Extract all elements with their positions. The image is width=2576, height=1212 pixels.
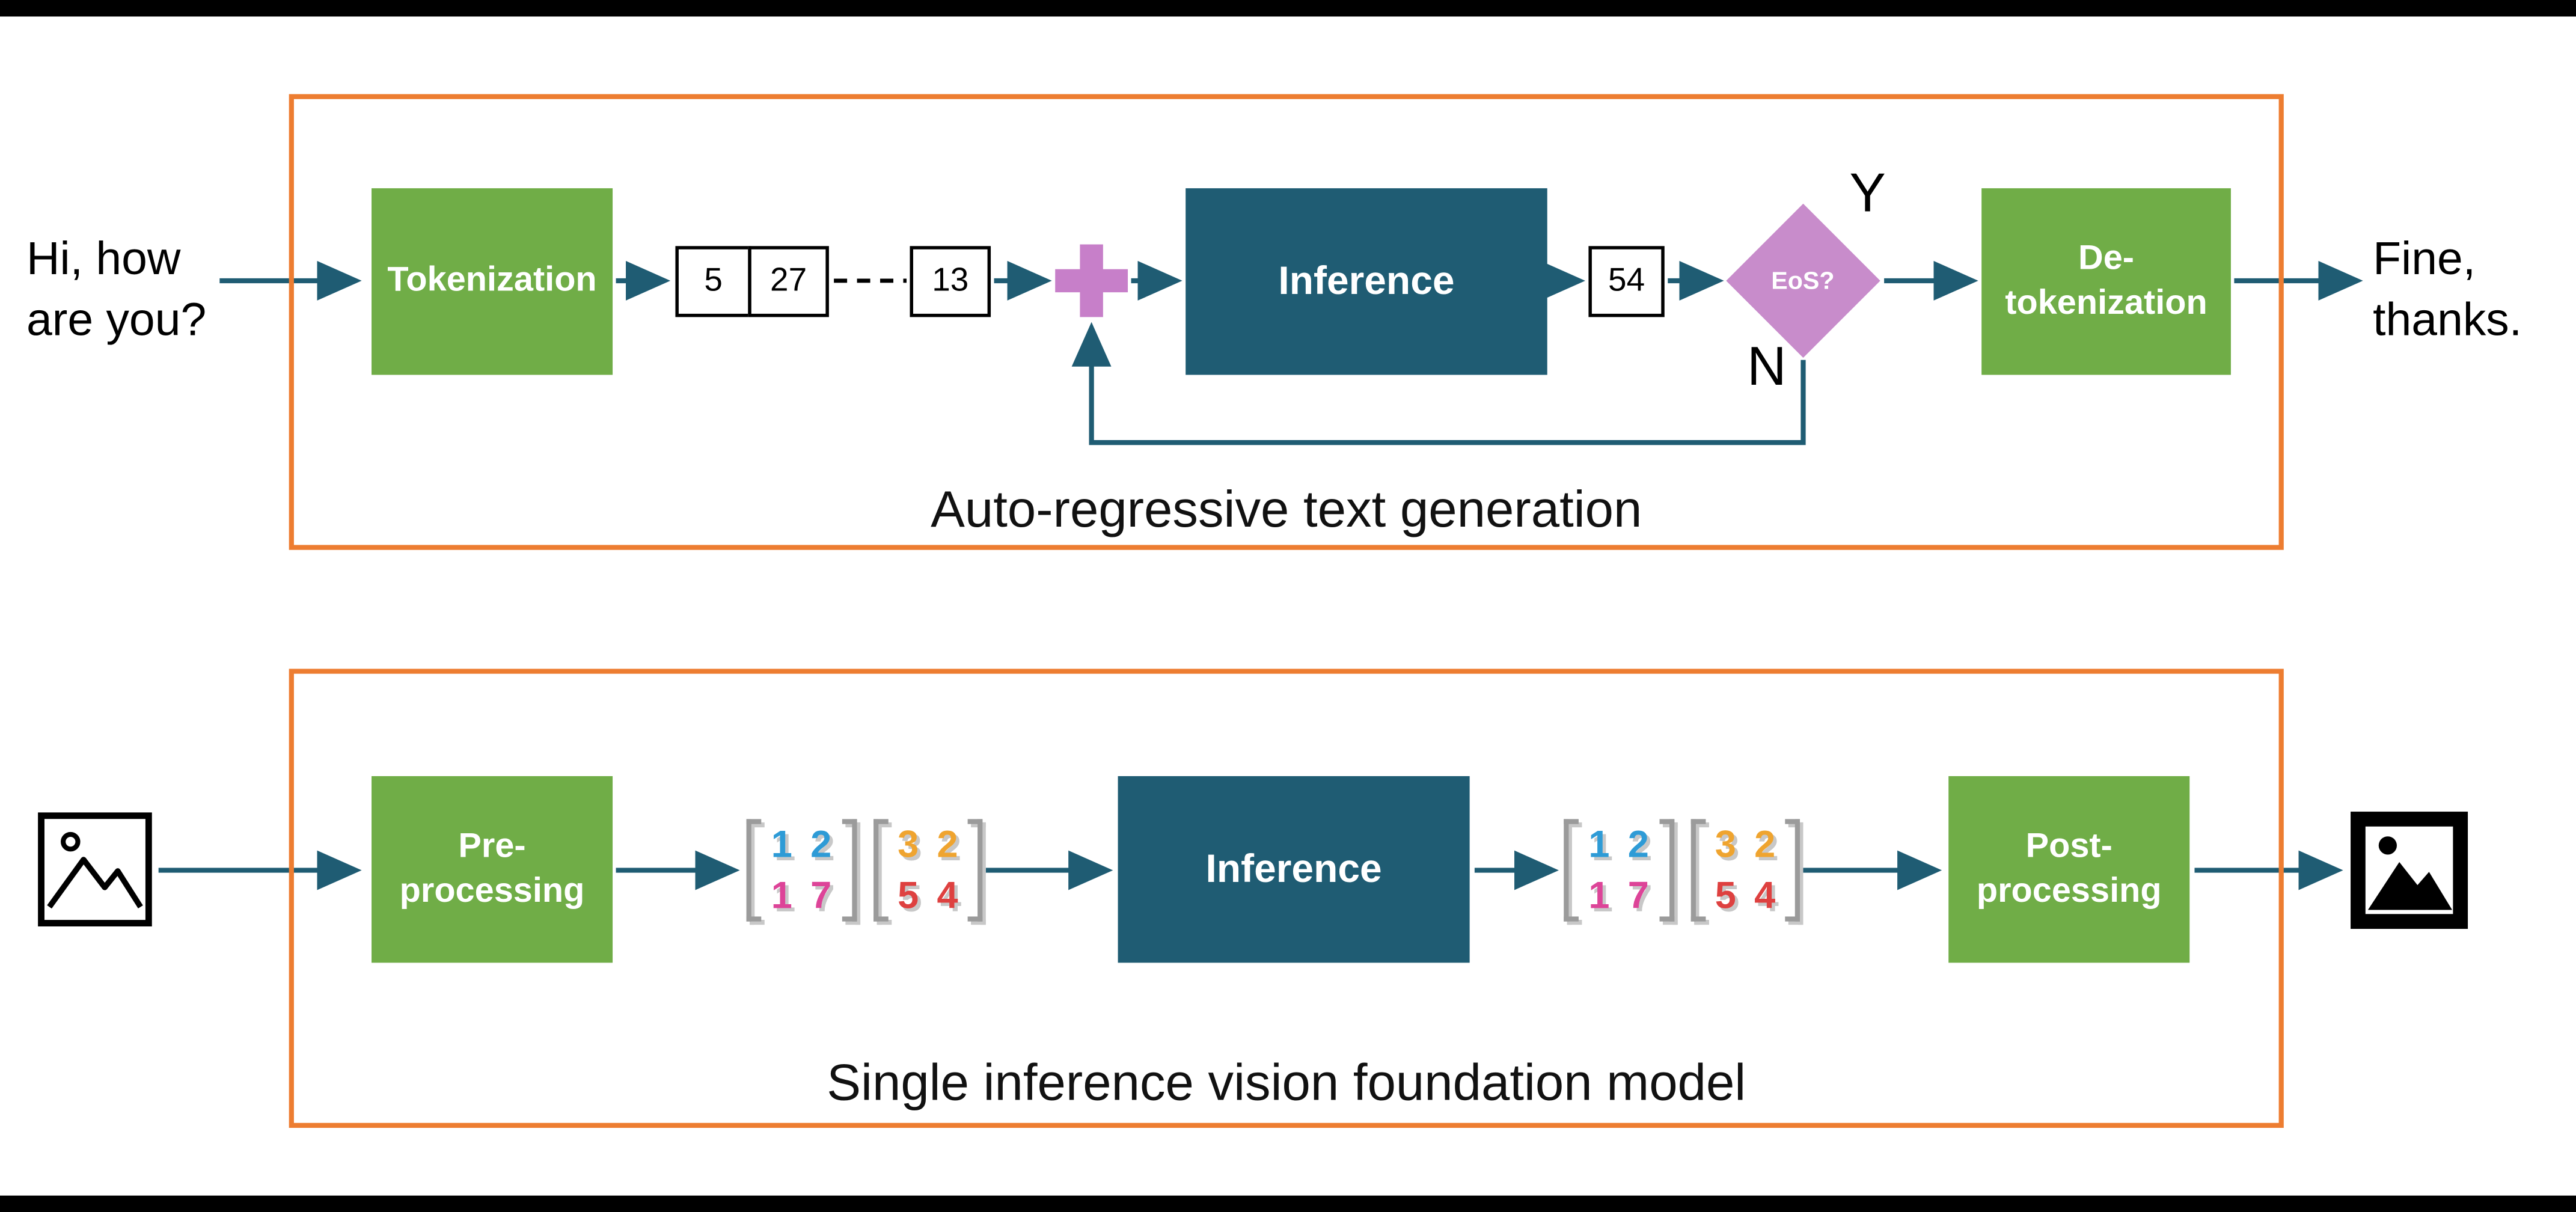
matrix-cell: 1 — [771, 822, 792, 866]
token-box-5: 5 — [675, 246, 751, 317]
matrix-blue-pink: 1 2 1 7 — [746, 819, 857, 922]
bracket-left-icon — [746, 819, 762, 922]
matrix-cell: 7 — [810, 874, 832, 917]
matrix-orange-red: 3 2 5 4 — [872, 819, 983, 922]
postprocessing-label-line2: processing — [1976, 871, 2162, 910]
detokenization-label-line2: tokenization — [2005, 283, 2207, 322]
inference-box-top: Inference — [1186, 188, 1547, 375]
landscape-image-outline-icon — [36, 811, 153, 937]
tensor-matrices-left: 1 2 1 7 3 2 5 4 — [746, 819, 983, 922]
tokenization-label: Tokenization — [387, 262, 597, 300]
matrix-cell: 2 — [1627, 822, 1649, 866]
matrix-cell: 5 — [1715, 874, 1736, 917]
branch-yes-label: Y — [1849, 162, 1886, 223]
output-text: Fine, thanks. — [2373, 230, 2522, 352]
detokenization-box: De- tokenization — [1981, 188, 2231, 375]
matrix-cell: 4 — [1754, 874, 1776, 917]
matrix-orange-red: 3 2 5 4 — [1690, 819, 1800, 922]
bracket-left-icon — [872, 819, 888, 922]
matrix-blue-pink: 1 2 1 7 — [1564, 819, 1674, 922]
matrix-cell: 2 — [937, 822, 958, 866]
preprocessing-box: Pre- processing — [372, 776, 613, 963]
tensor-matrices-right: 1 2 1 7 3 2 5 4 — [1564, 819, 1800, 922]
token-box-54: 54 — [1588, 246, 1665, 317]
bracket-right-icon — [841, 819, 857, 922]
token-value: 5 — [704, 262, 723, 299]
detokenization-label-line1: De- — [2078, 239, 2135, 278]
bracket-right-icon — [968, 819, 983, 922]
landscape-image-filled-icon — [2350, 811, 2469, 938]
autoregressive-frame — [289, 94, 2284, 550]
matrix-cell: 1 — [1588, 822, 1610, 866]
token-value: 54 — [1608, 262, 1645, 299]
output-text-line2: thanks. — [2373, 293, 2522, 345]
matrix-cell: 5 — [898, 874, 919, 917]
input-text-line1: Hi, how — [26, 233, 181, 284]
bottom-black-bar — [0, 1195, 2576, 1212]
matrix-cell: 3 — [898, 822, 919, 866]
input-text: Hi, how are you? — [26, 230, 206, 352]
matrix-cell: 1 — [1588, 874, 1610, 917]
inference-label: Inference — [1205, 846, 1382, 891]
matrix-cell: 3 — [1715, 822, 1736, 866]
matrix-cell: 4 — [937, 874, 958, 917]
plus-icon — [1055, 244, 1128, 317]
eos-label: EoS? — [1771, 266, 1835, 295]
bracket-left-icon — [1690, 819, 1706, 922]
vision-frame — [289, 669, 2284, 1128]
token-box-27: 27 — [748, 246, 829, 317]
inference-box-bottom: Inference — [1118, 776, 1470, 963]
branch-no-label: N — [1747, 335, 1787, 397]
input-text-line2: are you? — [26, 293, 207, 345]
matrix-cell: 7 — [1627, 874, 1649, 917]
preprocessing-label-line1: Pre- — [458, 827, 526, 866]
matrix-cell: 1 — [771, 874, 792, 917]
postprocessing-box: Post- processing — [1948, 776, 2190, 963]
postprocessing-label-line1: Post- — [2025, 827, 2113, 866]
matrix-cell: 2 — [1754, 822, 1776, 866]
bottom-caption: Single inference vision foundation model — [827, 1053, 1746, 1112]
bracket-right-icon — [1659, 819, 1674, 922]
token-value: 13 — [932, 262, 969, 299]
top-caption: Auto-regressive text generation — [931, 480, 1642, 539]
bracket-right-icon — [1785, 819, 1800, 922]
matrix-cell: 2 — [810, 822, 832, 866]
token-value: 27 — [770, 262, 807, 299]
tokenization-box: Tokenization — [372, 188, 613, 375]
bracket-left-icon — [1564, 819, 1579, 922]
inference-label: Inference — [1278, 258, 1455, 304]
top-black-bar — [0, 0, 2576, 17]
token-box-13: 13 — [910, 246, 991, 317]
preprocessing-label-line2: processing — [399, 871, 585, 910]
output-text-line1: Fine, — [2373, 233, 2476, 284]
